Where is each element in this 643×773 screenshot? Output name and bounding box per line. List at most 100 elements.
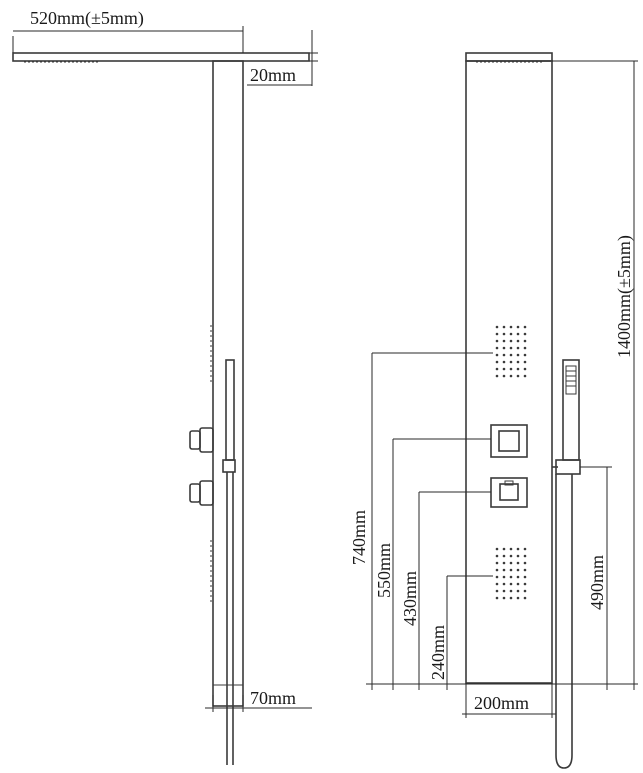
nozzle-dot xyxy=(516,325,520,329)
nozzle-dot xyxy=(495,374,499,378)
nozzle-dot xyxy=(523,367,527,371)
dim-panel-depth: 70mm xyxy=(205,688,312,712)
nozzle-dot xyxy=(495,353,499,357)
dim-handshower-holder-height: 490mm xyxy=(580,466,612,690)
nozzle-dot xyxy=(509,596,513,600)
nozzle-dot xyxy=(516,589,520,593)
nozzle-dot xyxy=(523,554,527,558)
nozzle-dot xyxy=(509,332,513,336)
nozzle-dot xyxy=(502,575,506,579)
nozzle-dot xyxy=(516,596,520,600)
hand-shower-front xyxy=(552,359,581,769)
nozzle-dot xyxy=(502,589,506,593)
nozzle-dot xyxy=(516,339,520,343)
dim-top-width: 520mm(±5mm) xyxy=(12,8,244,53)
nozzle-dot xyxy=(523,582,527,586)
nozzle-dot xyxy=(516,582,520,586)
nozzle-dot xyxy=(516,332,520,336)
dim-handshower-holder-height-label: 490mm xyxy=(587,555,607,610)
nozzle-dot xyxy=(509,353,513,357)
nozzle-dot xyxy=(523,325,527,329)
nozzle-dot xyxy=(495,346,499,350)
nozzle-dot xyxy=(502,339,506,343)
nozzle-dot xyxy=(495,589,499,593)
body-jet-nozzles-upper xyxy=(495,325,527,378)
nozzle-dot xyxy=(502,547,506,551)
nozzle-dot xyxy=(523,596,527,600)
nozzle-dot xyxy=(509,554,513,558)
dim-upper-valve-height-label: 550mm xyxy=(374,543,394,598)
body-jet-nozzles-lower xyxy=(495,547,527,600)
panel-column-front xyxy=(465,60,553,684)
nozzle-dot xyxy=(495,547,499,551)
nozzle-dot xyxy=(495,568,499,572)
nozzle-dot xyxy=(502,554,506,558)
nozzle-dot xyxy=(516,374,520,378)
nozzle-dot xyxy=(516,346,520,350)
nozzle-dot xyxy=(502,582,506,586)
nozzle-dot xyxy=(523,589,527,593)
nozzle-dot xyxy=(523,568,527,572)
nozzle-dot xyxy=(509,325,513,329)
nozzle-dot xyxy=(516,367,520,371)
nozzle-dot xyxy=(523,353,527,357)
nozzle-dot xyxy=(523,547,527,551)
nozzle-dot xyxy=(509,346,513,350)
nozzle-dot xyxy=(523,360,527,364)
nozzle-dot xyxy=(516,561,520,565)
nozzle-dot xyxy=(509,568,513,572)
dim-lower-valve-height: 430mm xyxy=(400,491,491,690)
dim-panel-depth-label: 70mm xyxy=(250,688,296,708)
dim-upper-valve-height: 550mm xyxy=(374,438,491,690)
rain-shower-head-side xyxy=(12,52,310,62)
nozzle-dot xyxy=(509,374,513,378)
dim-total-height-label: 1400mm(±5mm) xyxy=(614,235,635,358)
nozzle-dot xyxy=(516,353,520,357)
nozzle-dot xyxy=(523,374,527,378)
nozzle-dot xyxy=(502,596,506,600)
nozzle-dot xyxy=(509,367,513,371)
hand-shower-side xyxy=(222,359,236,765)
nozzle-dot xyxy=(509,575,513,579)
dim-lower-nozzle-height: 240mm xyxy=(428,575,493,690)
rain-shower-head-front xyxy=(465,52,553,62)
nozzle-dot xyxy=(509,589,513,593)
nozzle-dot xyxy=(523,346,527,350)
valve-lower-front xyxy=(490,477,528,508)
dim-total-height: 1400mm(±5mm) xyxy=(552,60,638,690)
nozzle-dot xyxy=(502,353,506,357)
nozzle-dot xyxy=(495,325,499,329)
nozzle-dot xyxy=(502,332,506,336)
front-view: 740mm 550mm 430mm 240mm 490mm xyxy=(349,52,638,769)
valve-upper-front xyxy=(490,424,528,458)
nozzle-dot xyxy=(502,374,506,378)
nozzle-dot xyxy=(523,332,527,336)
nozzle-dot xyxy=(502,561,506,565)
nozzle-dot xyxy=(495,582,499,586)
valve-knob-upper-side xyxy=(189,427,214,453)
panel-column-side xyxy=(212,60,244,707)
dim-upper-nozzle-height: 740mm xyxy=(349,352,493,690)
nozzle-dot xyxy=(495,561,499,565)
nozzle-dot xyxy=(509,339,513,343)
nozzle-dot xyxy=(509,582,513,586)
nozzle-dot xyxy=(523,575,527,579)
dim-panel-width: 200mm xyxy=(462,683,556,718)
dim-lower-nozzle-height-label: 240mm xyxy=(428,625,448,680)
dim-top-width-label: 520mm(±5mm) xyxy=(30,8,144,29)
nozzle-dot xyxy=(509,547,513,551)
nozzle-dot xyxy=(495,339,499,343)
valve-knob-lower-side xyxy=(189,480,214,506)
nozzle-dot xyxy=(502,325,506,329)
dim-top-thickness: 20mm xyxy=(247,30,318,86)
nozzle-dot xyxy=(516,360,520,364)
nozzle-dot xyxy=(516,575,520,579)
side-view: 520mm(±5mm) 20mm 70mm xyxy=(12,8,318,765)
nozzle-dot xyxy=(509,561,513,565)
nozzle-dot xyxy=(502,360,506,364)
nozzle-dot xyxy=(516,554,520,558)
nozzle-dot xyxy=(502,568,506,572)
nozzle-dot xyxy=(495,367,499,371)
nozzle-dot xyxy=(523,561,527,565)
